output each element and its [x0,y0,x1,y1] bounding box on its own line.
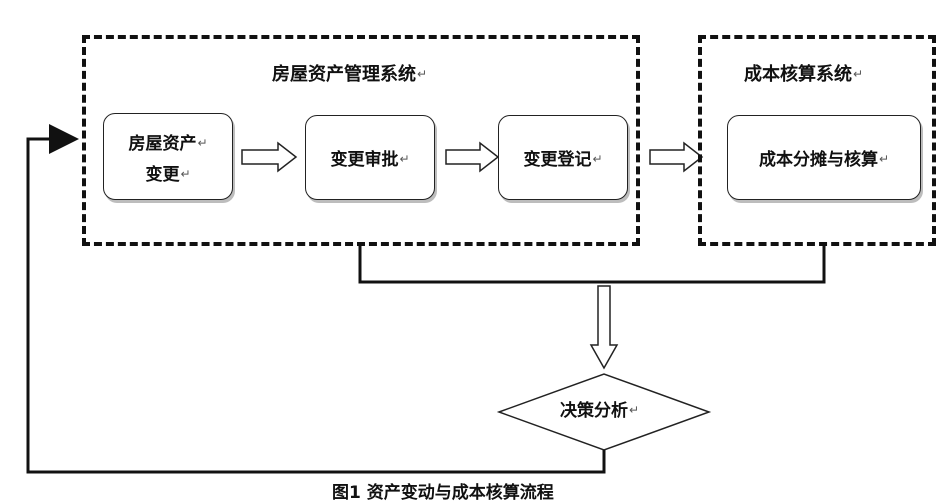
hollow-arrow-registration-to-cost [649,141,704,173]
house-system-container [82,35,640,246]
decision-diamond [496,373,712,451]
node-change-registration: 变更登记↵ [498,115,628,200]
figure-caption: 图1 资产变动与成本核算流程 [332,483,554,503]
house-system-title: 房屋资产管理系统↵ [272,64,428,85]
decision-label: 决策分析↵ [560,401,640,421]
node-cost-allocation: 成本分摊与核算↵ [727,115,921,200]
merge-bracket [358,246,826,284]
hollow-arrow-to-decision [589,285,619,370]
node-change-approval: 变更审批↵ [305,115,435,200]
hollow-arrow-approval-to-registration [445,141,500,173]
node-asset-change: 房屋资产↵ 变更↵ [103,113,233,200]
feedback-loop [26,124,606,474]
cost-system-title: 成本核算系统↵ [744,64,864,85]
connector-layer [26,124,826,474]
cost-system-container [698,35,936,246]
hollow-arrow-change-to-approval [241,141,298,173]
diagram-canvas: 房屋资产管理系统↵ 成本核算系统↵ 房屋资产↵ 变更↵ 变更审批↵ 变更登记↵ … [26,35,936,503]
